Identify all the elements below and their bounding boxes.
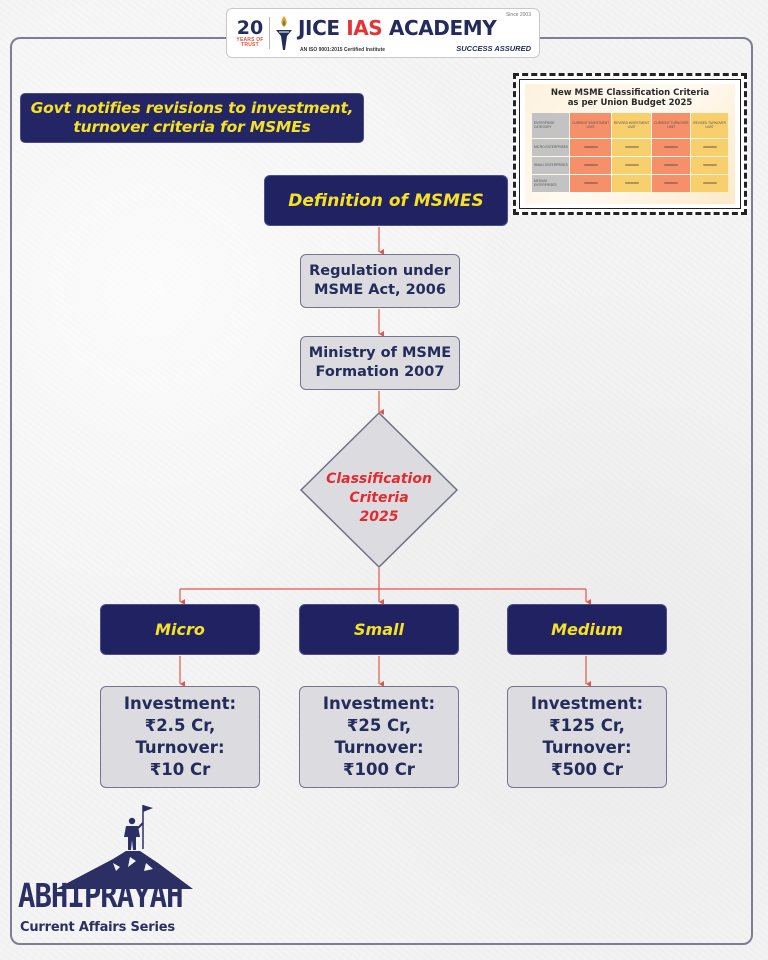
academy-name: JICE IAS ACADEMY (298, 16, 497, 40)
tagline: SUCCESS ASSURED (456, 44, 531, 53)
row-label: Micro Enterprises (532, 139, 570, 156)
regulation-line-1: Regulation under (309, 263, 451, 279)
table-cell (652, 175, 691, 192)
header-cell: Current Investment Limit (570, 113, 611, 138)
turnover-value: ₹10 Cr (149, 760, 211, 779)
table-cell (652, 139, 691, 156)
academy-name-part1: JICE (298, 16, 347, 40)
table-row: Medium Enterprises (532, 175, 728, 192)
since-text: Since 2003 (505, 12, 531, 18)
academy-name-part3: ACADEMY (382, 16, 497, 40)
medium-criteria-box: Investment: ₹125 Cr, Turnover: ₹500 Cr (507, 686, 667, 788)
headline-line-2: turnover criteria for MSMEs (73, 118, 311, 136)
row-label: Small Enterprises (532, 157, 570, 174)
turnover-label: Turnover: (542, 738, 632, 757)
header-cell: Revised Turnover Limit (691, 113, 728, 138)
table-cell (691, 175, 728, 192)
table-cell (652, 157, 691, 174)
turnover-label: Turnover: (135, 738, 225, 757)
table-cell (691, 139, 728, 156)
table-cell (570, 175, 611, 192)
iso-certification: AN ISO 9001:2015 Certified Institute (300, 47, 386, 53)
investment-value: ₹25 Cr, (346, 716, 412, 735)
small-criteria-box: Investment: ₹25 Cr, Turnover: ₹100 Cr (299, 686, 459, 788)
investment-value: ₹2.5 Cr, (144, 716, 216, 735)
ministry-line-2: Formation 2007 (315, 364, 445, 380)
micro-criteria-box: Investment: ₹2.5 Cr, Turnover: ₹10 Cr (100, 686, 260, 788)
decision-line-3: 2025 (359, 509, 399, 525)
category-small-box: Small (299, 604, 459, 655)
decision-line-1: Classification (326, 471, 432, 487)
thumbnail-title: New MSME Classification Criteria as per … (531, 88, 729, 108)
header-cell: Current Turnover Limit (652, 113, 691, 138)
ministry-box: Ministry of MSME Formation 2007 (300, 336, 460, 390)
turnover-value: ₹100 Cr (343, 760, 415, 779)
thumbnail-table: Enterprise Category Current Investment L… (531, 112, 729, 193)
msme-criteria-thumbnail: New MSME Classification Criteria as per … (513, 73, 747, 215)
headline-line-1: Govt notifies revisions to investment, (30, 99, 354, 117)
table-row: Micro Enterprises (532, 139, 728, 156)
years-number: 20 (236, 16, 264, 39)
investment-label: Investment: (322, 694, 436, 713)
decision-line-2: Criteria (349, 490, 409, 506)
logo-divider (269, 17, 270, 49)
current-affairs-series-label: Current Affairs Series (20, 920, 175, 935)
thumbnail-title-line-1: New MSME Classification Criteria (550, 88, 710, 98)
years-of-trust-badge: 20 YEARS OF TRUST (233, 16, 267, 48)
header-cell: Enterprise Category (532, 113, 570, 138)
table-cell (611, 157, 652, 174)
headline-banner: Govt notifies revisions to investment, t… (20, 93, 364, 143)
investment-label: Investment: (530, 694, 644, 713)
abhiprayah-wordmark: ABHIPRAYAH (18, 876, 184, 916)
mountain-climber-icon (56, 805, 193, 889)
thumbnail-title-line-2: as per Union Budget 2025 (567, 98, 693, 108)
turnover-label: Turnover: (334, 738, 424, 757)
regulation-line-2: MSME Act, 2006 (314, 282, 446, 298)
header-cell: Revised Investment Limit (611, 113, 652, 138)
thumbnail-table-header: Enterprise Category Current Investment L… (532, 113, 728, 138)
table-cell (691, 157, 728, 174)
abhiprayah-brand: ABHIPRAYAH Current Affairs Series (18, 797, 208, 942)
investment-value: ₹125 Cr, (549, 716, 625, 735)
definition-of-msmes-box: Definition of MSMES (264, 175, 508, 226)
jice-ias-academy-logo: 20 YEARS OF TRUST Since 2003 JICE IAS AC… (226, 8, 540, 58)
academy-name-ias: IAS (346, 16, 383, 40)
row-label: Medium Enterprises (532, 175, 570, 192)
table-cell (570, 157, 611, 174)
years-text: YEARS OF TRUST (236, 36, 264, 48)
torch-icon (276, 16, 292, 50)
table-cell (570, 139, 611, 156)
regulation-box: Regulation under MSME Act, 2006 (300, 254, 460, 308)
investment-label: Investment: (123, 694, 237, 713)
table-row: Small Enterprises (532, 157, 728, 174)
category-medium-box: Medium (507, 604, 667, 655)
table-cell (611, 139, 652, 156)
turnover-value: ₹500 Cr (551, 760, 623, 779)
table-cell (611, 175, 652, 192)
category-micro-box: Micro (100, 604, 260, 655)
ministry-line-1: Ministry of MSME (308, 345, 452, 361)
decision-label: Classification Criteria 2025 (300, 470, 458, 527)
